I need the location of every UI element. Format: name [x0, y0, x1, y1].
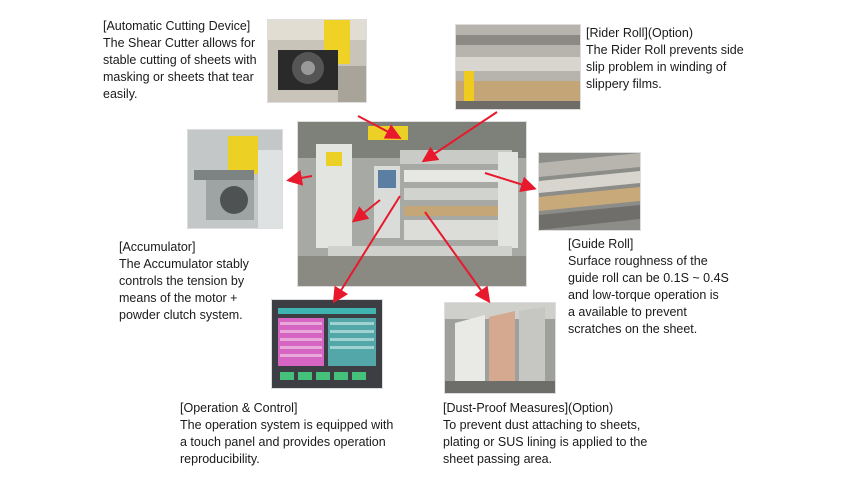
callout-guide-line: Surface roughness of the	[568, 254, 708, 268]
callout-accumulator-line: The Accumulator stably	[119, 257, 249, 271]
cutting-device-photo	[268, 20, 366, 102]
callout-cutting-line: stable cutting of sheets with	[103, 53, 257, 67]
callout-accumulator-line: controls the tension by	[119, 274, 245, 288]
callout-rider-line: The Rider Roll prevents side	[586, 43, 744, 57]
guide-roll-photo	[539, 153, 640, 230]
callout-operation-title: [Operation & Control]	[180, 401, 298, 415]
touch-panel-photo	[272, 300, 382, 388]
callout-dust-title: [Dust-Proof Measures](Option)	[443, 401, 614, 415]
callout-operation-line: The operation system is equipped with	[180, 418, 394, 432]
callout-cutting-line: easily.	[103, 87, 138, 101]
callout-accumulator: [Accumulator] The Accumulator stably con…	[119, 239, 249, 324]
callout-dust-line: To prevent dust attaching to sheets,	[443, 418, 641, 432]
callout-guide-line: scratches on the sheet.	[568, 322, 698, 336]
callout-guide-title: [Guide Roll]	[568, 237, 634, 251]
rider-roll-photo	[456, 25, 580, 109]
callout-rider-line: slip problem in winding of	[586, 60, 727, 74]
callout-rider: [Rider Roll](Option) The Rider Roll prev…	[586, 25, 744, 93]
callout-accumulator-line: means of the motor +	[119, 291, 238, 305]
callout-accumulator-line: powder clutch system.	[119, 308, 243, 322]
callout-dust: [Dust-Proof Measures](Option) To prevent…	[443, 400, 647, 468]
callout-cutting-line: masking or sheets that tear	[103, 70, 254, 84]
callout-dust-line: plating or SUS lining is applied to the	[443, 435, 648, 449]
machine-main-photo	[298, 122, 526, 286]
callout-cutting: [Automatic Cutting Device] The Shear Cut…	[103, 18, 257, 103]
callout-operation: [Operation & Control] The operation syst…	[180, 400, 393, 468]
callout-guide-line: and low-torque operation is	[568, 288, 719, 302]
callout-dust-line: sheet passing area.	[443, 452, 553, 466]
callout-guide-line: guide roll can be 0.1S ~ 0.4S	[568, 271, 729, 285]
callout-rider-line: slippery films.	[586, 77, 662, 91]
callout-operation-line: reproducibility.	[180, 452, 260, 466]
callout-guide-line: a available to prevent	[568, 305, 687, 319]
callout-guide: [Guide Roll] Surface roughness of the gu…	[568, 236, 729, 338]
callout-accumulator-title: [Accumulator]	[119, 240, 196, 254]
callout-rider-title: [Rider Roll](Option)	[586, 26, 693, 40]
accumulator-photo	[188, 130, 282, 228]
callout-operation-line: a touch panel and provides operation	[180, 435, 386, 449]
dust-proof-photo	[445, 303, 555, 393]
callout-cutting-line: The Shear Cutter allows for	[103, 36, 256, 50]
callout-cutting-title: [Automatic Cutting Device]	[103, 19, 251, 33]
